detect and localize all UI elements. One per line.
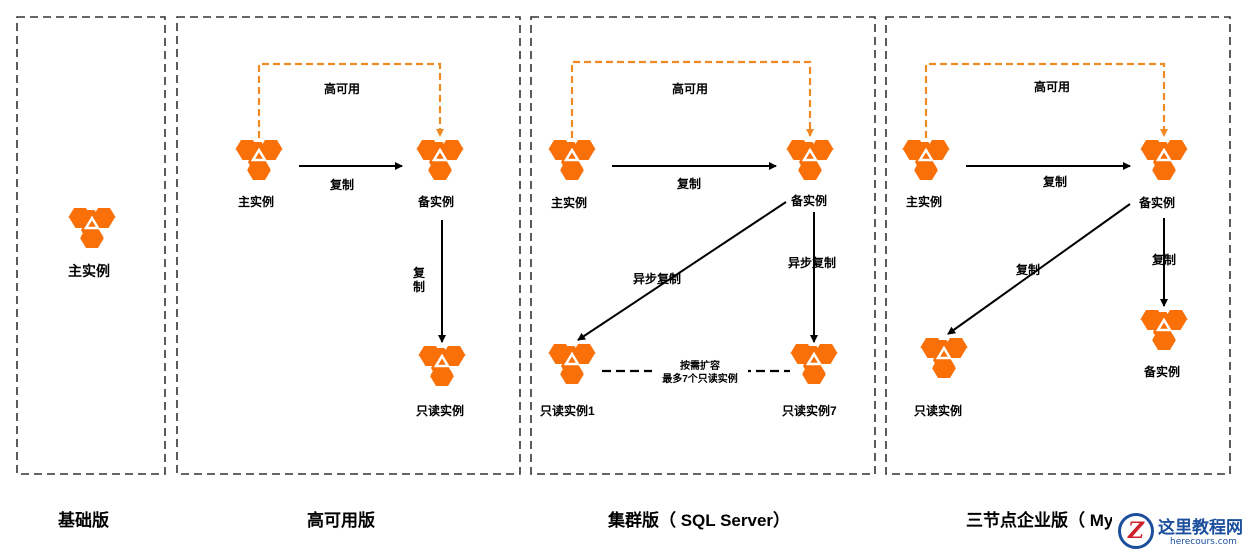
ha-primary-instance-icon	[233, 138, 285, 182]
basic-primary-label: 主实例	[68, 263, 110, 279]
cluster-primary-label: 主实例	[551, 196, 588, 210]
threenode-standby2-instance-icon	[1138, 308, 1190, 352]
watermark-url: herecours.com	[1170, 537, 1237, 547]
watermark: Z 这里教程网 herecours.com	[1112, 505, 1254, 553]
watermark-logo-icon: Z	[1118, 513, 1154, 549]
panel-threenode-border	[885, 16, 1231, 475]
threenode-high-availability-arrow	[924, 62, 1168, 138]
panel-basic-border	[16, 16, 166, 475]
panel-cluster-border	[530, 16, 876, 475]
threenode-replicate-left-label: 复制	[1016, 263, 1041, 277]
cluster-standby-label: 备实例	[791, 194, 828, 208]
threenode-standby-label: 备实例	[1139, 196, 1176, 210]
cluster-readonly-1-instance-icon	[546, 342, 598, 386]
cluster-scale-note-line2: 最多7个只读实例	[662, 374, 738, 385]
cluster-async-left-label: 异步复制	[633, 272, 682, 286]
ha-standby-label: 备实例	[418, 195, 455, 209]
ha-readonly-instance-icon	[416, 344, 468, 388]
threenode-primary-label: 主实例	[906, 195, 943, 209]
panel-ha-border	[176, 16, 521, 475]
cluster-standby-instance-icon	[784, 138, 836, 182]
threenode-readonly-label: 只读实例	[914, 404, 963, 418]
ha-high-availability-arrow	[257, 62, 444, 138]
threenode-replicate-label: 复制	[1043, 175, 1068, 189]
threenode-high-availability-label: 高可用	[1034, 80, 1071, 94]
ha-readonly-label: 只读实例	[416, 404, 465, 418]
ha-replicate-vertical-label: 复制	[412, 266, 425, 294]
cluster-readonly-7-label: 只读实例7	[782, 404, 837, 418]
caption-cluster: 集群版（ SQL Server）	[608, 511, 791, 530]
threenode-replicate-left-arrow	[947, 203, 1131, 335]
threenode-readonly-instance-icon	[918, 336, 970, 380]
cluster-primary-instance-icon	[546, 138, 598, 182]
ha-primary-label: 主实例	[238, 195, 275, 209]
basic-primary-instance-icon	[66, 206, 118, 250]
cluster-high-availability-arrow	[570, 60, 814, 138]
cluster-scale-note: 按需扩容 最多7个只读实例	[652, 360, 748, 386]
ha-standby-instance-icon	[414, 138, 466, 182]
threenode-standby2-label: 备实例	[1144, 365, 1181, 379]
threenode-primary-instance-icon	[900, 138, 952, 182]
cluster-scale-note-line1: 按需扩容	[680, 361, 720, 372]
ha-high-availability-label: 高可用	[324, 82, 361, 96]
ha-replicate-label: 复制	[330, 178, 355, 192]
cluster-high-availability-label: 高可用	[672, 82, 709, 96]
cluster-async-left-arrow	[577, 201, 787, 341]
cluster-readonly-1-label: 只读实例1	[540, 404, 595, 418]
cluster-async-right-label: 异步复制	[788, 256, 837, 270]
watermark-title: 这里教程网	[1158, 518, 1243, 538]
caption-basic: 基础版	[58, 511, 109, 530]
threenode-standby-instance-icon	[1138, 138, 1190, 182]
caption-ha: 高可用版	[307, 511, 375, 530]
threenode-replicate-down-label: 复制	[1152, 253, 1177, 267]
cluster-replicate-label: 复制	[677, 177, 702, 191]
cluster-readonly-7-instance-icon	[788, 342, 840, 386]
